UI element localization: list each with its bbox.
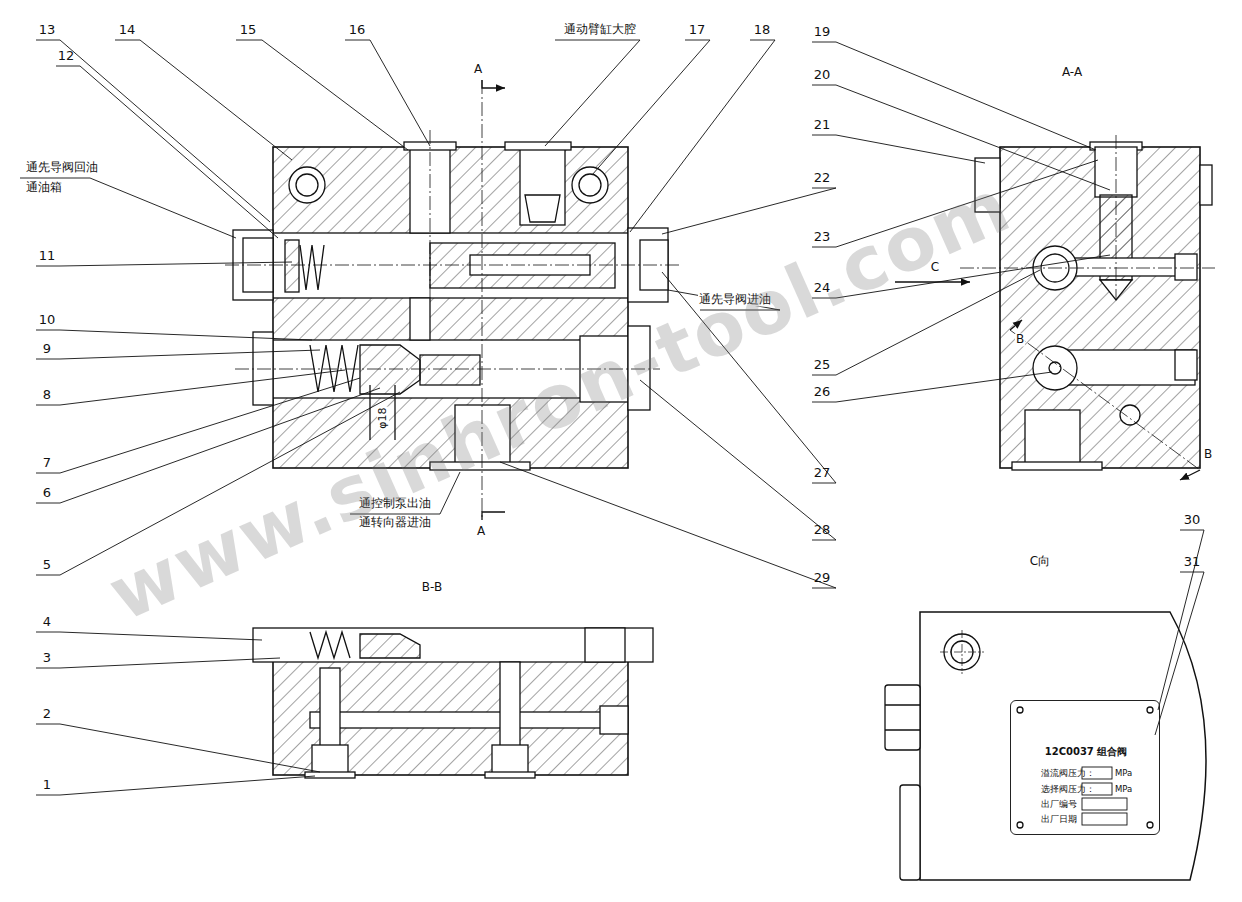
callout-number: 1	[43, 778, 51, 792]
callout-number: 9	[43, 342, 51, 356]
nameplate-field: ：	[1071, 800, 1080, 809]
callout-number: 4	[43, 615, 51, 629]
nameplate-field: 选择阀压力：	[1041, 785, 1095, 794]
callout-number: 16	[349, 23, 366, 37]
view-label: B-B	[421, 581, 443, 594]
callout-number: 7	[43, 456, 51, 470]
callout-number: 29	[814, 571, 831, 585]
callout-number: 15	[240, 23, 257, 37]
nameplate-field: 溢流阀压力：	[1041, 769, 1095, 778]
view-label: 通先导阀回油	[25, 161, 99, 174]
view-label: 通油箱	[25, 181, 63, 194]
view-label: A	[473, 63, 483, 76]
callout-number: 14	[119, 23, 136, 37]
nameplate-field: MPa	[1115, 769, 1132, 778]
callout-number: 6	[43, 486, 51, 500]
view-label: A-A	[1061, 66, 1083, 79]
callout-number: 13	[39, 23, 56, 37]
callout-number: 20	[814, 68, 831, 82]
callout-number: 19	[814, 25, 831, 39]
callout-number: 8	[43, 388, 51, 402]
view-label: 通动臂缸大腔	[563, 23, 637, 36]
callout-number: 12	[58, 49, 75, 63]
view-label: φ18	[377, 406, 389, 429]
callout-number: 26	[814, 385, 831, 399]
callout-number: 21	[814, 118, 831, 132]
callout-number: 3	[43, 651, 51, 665]
view-label: A	[476, 525, 486, 538]
callout-number: 22	[814, 171, 831, 185]
callout-number: 10	[39, 313, 56, 327]
callout-number: 2	[43, 707, 51, 721]
callout-number: 25	[814, 358, 831, 372]
view-label: B	[1015, 333, 1025, 346]
nameplate-field: ：	[1071, 815, 1080, 824]
view-label: C向	[1029, 555, 1051, 568]
callout-number: 5	[43, 558, 51, 572]
callout-number: 11	[39, 249, 56, 263]
callout-number: 30	[1184, 513, 1201, 527]
callout-number: 31	[1184, 555, 1201, 569]
callout-number: 27	[814, 466, 831, 480]
callout-number: 28	[814, 523, 831, 537]
callout-number: 18	[754, 23, 771, 37]
callout-number: 17	[689, 23, 706, 37]
view-label: B	[1203, 448, 1213, 461]
nameplate-title: 12C0037 组合阀	[1045, 746, 1128, 757]
nameplate-field: MPa	[1115, 785, 1132, 794]
nameplate: 12C0037 组合阀溢流阀压力：MPa选择阀压力：MPa出厂编号：出厂日期：	[1010, 700, 1160, 835]
